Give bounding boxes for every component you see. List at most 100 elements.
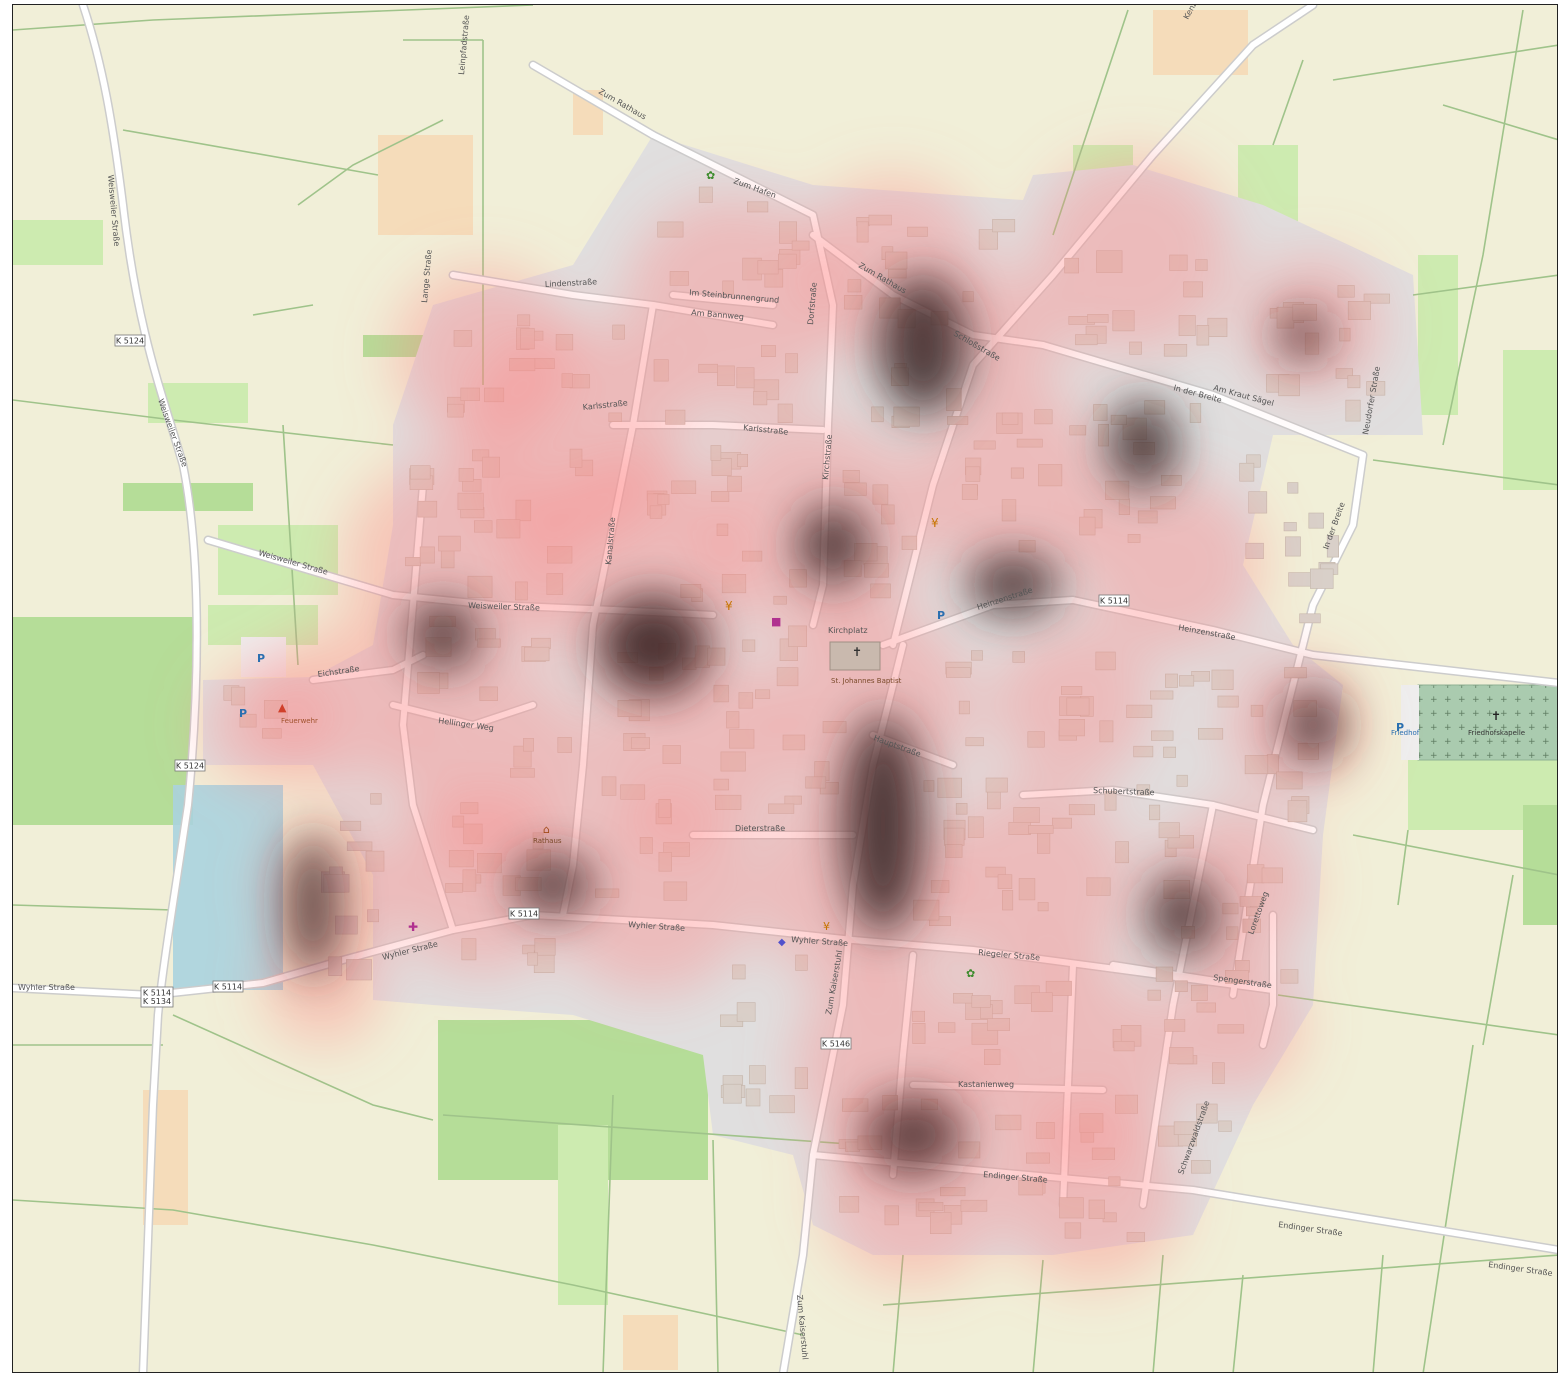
heat-hotspot-J (1283, 690, 1343, 760)
building (1149, 804, 1161, 821)
shield-k5124-west: K 5124 (174, 759, 206, 772)
building (970, 650, 983, 661)
heat-blob (203, 665, 323, 785)
building (1191, 1160, 1211, 1174)
svg-text:K 5134: K 5134 (143, 997, 171, 1006)
building (978, 229, 998, 250)
building (971, 995, 991, 1008)
heat-hotspot-I (1148, 875, 1218, 955)
building (1136, 784, 1151, 796)
pois: ✝ St. Johannes Baptist ✝ Friedhofskapell… (278, 169, 1525, 980)
heat-hotspot-L (798, 505, 868, 585)
building (937, 777, 962, 798)
restaurant-icon[interactable]: ¥ (931, 516, 939, 530)
building (1093, 404, 1108, 421)
parking-icon[interactable]: P (239, 707, 247, 720)
building (1310, 568, 1334, 589)
shield-k5114-k5134: K 5114 K 5134 (140, 986, 174, 1008)
shield-k5114-east: K 5114 (1098, 594, 1130, 607)
building (722, 1083, 742, 1104)
poi-church-label: St. Johannes Baptist (831, 677, 902, 685)
building (1299, 613, 1321, 624)
building (1207, 317, 1228, 338)
bakery-icon[interactable]: ¥ (823, 920, 830, 933)
road-k5124 (80, 5, 200, 1372)
building (1189, 403, 1202, 423)
building (1366, 381, 1386, 396)
building (1326, 535, 1339, 558)
building (1163, 746, 1176, 758)
building (1104, 791, 1117, 811)
building (749, 1065, 766, 1085)
heat-blob (943, 275, 1063, 395)
poi-fire-station-label: Feuerwehr (281, 717, 318, 725)
building (745, 1088, 761, 1107)
building (1285, 536, 1301, 557)
heat-blob (1003, 1105, 1183, 1285)
playground-icon[interactable]: ✿ (706, 169, 715, 182)
town-hall-icon[interactable]: ⌂ (543, 823, 550, 836)
road-zum-rathaus (530, 62, 656, 138)
church-icon[interactable]: ✝ (829, 641, 881, 671)
building (1191, 670, 1210, 682)
building (1248, 491, 1268, 514)
building (736, 1002, 756, 1022)
building (1211, 669, 1234, 690)
svg-text:K 5114: K 5114 (214, 983, 242, 992)
heat-blob (553, 795, 753, 995)
label-kirchstr: Kirchstraße (821, 434, 834, 480)
parking-icon[interactable]: P (937, 609, 945, 622)
label-dorfstr: Dorfstraße (806, 282, 819, 325)
svg-text:K 5124: K 5124 (116, 337, 144, 346)
label-wyhler-west: Wyhler Straße (18, 983, 75, 992)
building (1287, 482, 1299, 494)
heat-blob (993, 625, 1153, 785)
parking-icon[interactable]: P (1396, 721, 1404, 734)
heat-hotspot-G (513, 855, 593, 915)
heat-blob (933, 785, 1133, 985)
building (742, 639, 756, 652)
heat-blob (393, 795, 573, 975)
heat-blob (1033, 155, 1233, 355)
playground-icon-2[interactable]: ✿ (966, 967, 975, 980)
cemetery-chapel-icon[interactable]: ✝ (1491, 709, 1501, 723)
pharmacy-icon[interactable]: ✚ (408, 920, 418, 934)
svg-text:K 5124: K 5124 (176, 762, 204, 771)
building (1218, 1120, 1232, 1132)
fire-station-icon[interactable]: ▲ (278, 701, 287, 714)
heat-hotspot-C (408, 600, 478, 670)
poi-cemetery-chapel-label: Friedhofskapelle (1468, 729, 1525, 737)
restaurant-icon-2[interactable]: ¥ (725, 599, 733, 613)
building (1288, 572, 1312, 587)
heat-hotspot-E (968, 555, 1058, 615)
map-frame[interactable]: + (12, 4, 1558, 1373)
road-shields: K 5124 K 5124 K 5114 K 5134 K 5114 K 511… (114, 334, 1130, 1050)
label-wyhler-east: Wyhler Straße (791, 935, 848, 948)
building (523, 646, 550, 662)
building (1147, 989, 1161, 1001)
building (1165, 673, 1178, 688)
heat-hotspot-B (598, 595, 708, 695)
building (710, 445, 722, 461)
bus-stop-icon[interactable]: ◆ (778, 937, 786, 948)
label-kirchplatz: Kirchplatz (828, 626, 868, 635)
shield-k5146: K 5146 (820, 1037, 852, 1050)
building (1179, 675, 1195, 687)
shop-icon[interactable]: ■ (771, 615, 781, 628)
heat-hotspot-H (288, 835, 338, 975)
building (769, 1095, 795, 1114)
heat-hotspot-A (878, 275, 968, 415)
heat-hotspot-D (843, 715, 923, 935)
parking-markers: P P P P (239, 609, 1404, 734)
heat-blob (343, 455, 563, 675)
svg-text:✝: ✝ (1491, 709, 1501, 723)
heat-blob (913, 385, 1113, 585)
heat-hotspot-F (1108, 400, 1178, 490)
parking-icon[interactable]: P (257, 652, 265, 665)
label-dieterstr: Dieterstraße (735, 824, 785, 833)
svg-text:K 5114: K 5114 (143, 989, 171, 998)
building (1196, 1103, 1218, 1124)
heat-blob (623, 195, 843, 415)
label-lindenstr: Lindenstraße (545, 277, 598, 289)
map-canvas[interactable]: + (13, 5, 1558, 1373)
